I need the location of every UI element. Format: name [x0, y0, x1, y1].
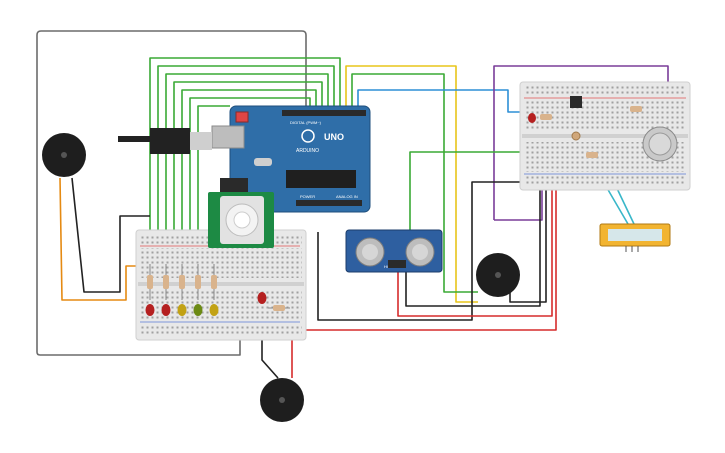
- wire-green-7: [197, 105, 230, 230]
- wire-black-buzzer3: [261, 336, 279, 379]
- temperature-sensor[interactable]: [570, 96, 582, 108]
- wire-black-right: [509, 182, 547, 303]
- led-red[interactable]: [145, 304, 155, 316]
- resistor: [211, 264, 217, 300]
- pir-sensor[interactable]: [208, 192, 274, 248]
- photoresistor-icon[interactable]: [571, 131, 581, 141]
- arduino-brand: UNO: [324, 132, 344, 142]
- right-components: [528, 96, 678, 162]
- left-resistors: [147, 264, 290, 311]
- led-red[interactable]: [161, 304, 171, 316]
- wire-yellow: [345, 65, 478, 303]
- wire-purple-2: [494, 188, 543, 221]
- wire-gray-loop: [36, 30, 307, 356]
- arduino-analog-label: ANALOG IN: [336, 194, 358, 199]
- led-yellow[interactable]: [209, 304, 219, 316]
- resistor: [195, 264, 201, 300]
- wire-red-right: [397, 182, 553, 317]
- resistor: [268, 305, 290, 311]
- resistor: [163, 264, 169, 300]
- led-row: [145, 292, 267, 316]
- arduino-uno-board[interactable]: UNO ARDUINO DIGITAL (PWM~) POWER ANALOG …: [211, 105, 371, 213]
- microcontroller-chip: [286, 170, 356, 188]
- reset-button[interactable]: [235, 111, 249, 123]
- resistor: [540, 114, 552, 120]
- arduino-power-label: POWER: [300, 194, 315, 199]
- wire-black-sonar: [405, 182, 541, 307]
- led-red[interactable]: [528, 113, 536, 123]
- wire-black-buzzer1: [71, 177, 150, 293]
- buzzer-left[interactable]: [42, 133, 86, 177]
- buzzer-bottom-icon: [279, 397, 285, 403]
- buzzer-left-icon: [61, 152, 67, 158]
- ultrasonic-sensor[interactable]: HC-SR04: [345, 229, 443, 273]
- led-red[interactable]: [257, 292, 267, 304]
- resistor: [630, 106, 642, 112]
- arduino-digital-label: DIGITAL (PWM~): [290, 120, 322, 125]
- wire-green-5: [181, 89, 317, 230]
- usb-port: [211, 125, 245, 149]
- resistor: [586, 152, 598, 158]
- wire-black-gnd: [317, 181, 530, 321]
- usb-cable: [118, 128, 212, 154]
- buzzer-right-icon: [495, 272, 501, 278]
- resistor: [179, 264, 185, 300]
- led-green[interactable]: [193, 304, 203, 316]
- lcd-display[interactable]: [599, 223, 671, 252]
- wire-green-4: [173, 81, 323, 230]
- buzzer-right[interactable]: [476, 253, 520, 297]
- arduino-logo-text: ARDUINO: [296, 148, 319, 154]
- wire-blue: [357, 89, 530, 113]
- wire-green-long: [351, 73, 478, 293]
- buzzer-bottom[interactable]: [260, 378, 304, 422]
- led-yellow[interactable]: [177, 304, 187, 316]
- wire-green-6: [189, 97, 311, 230]
- arduino-logo-icon: [301, 129, 315, 143]
- resistor: [147, 264, 153, 300]
